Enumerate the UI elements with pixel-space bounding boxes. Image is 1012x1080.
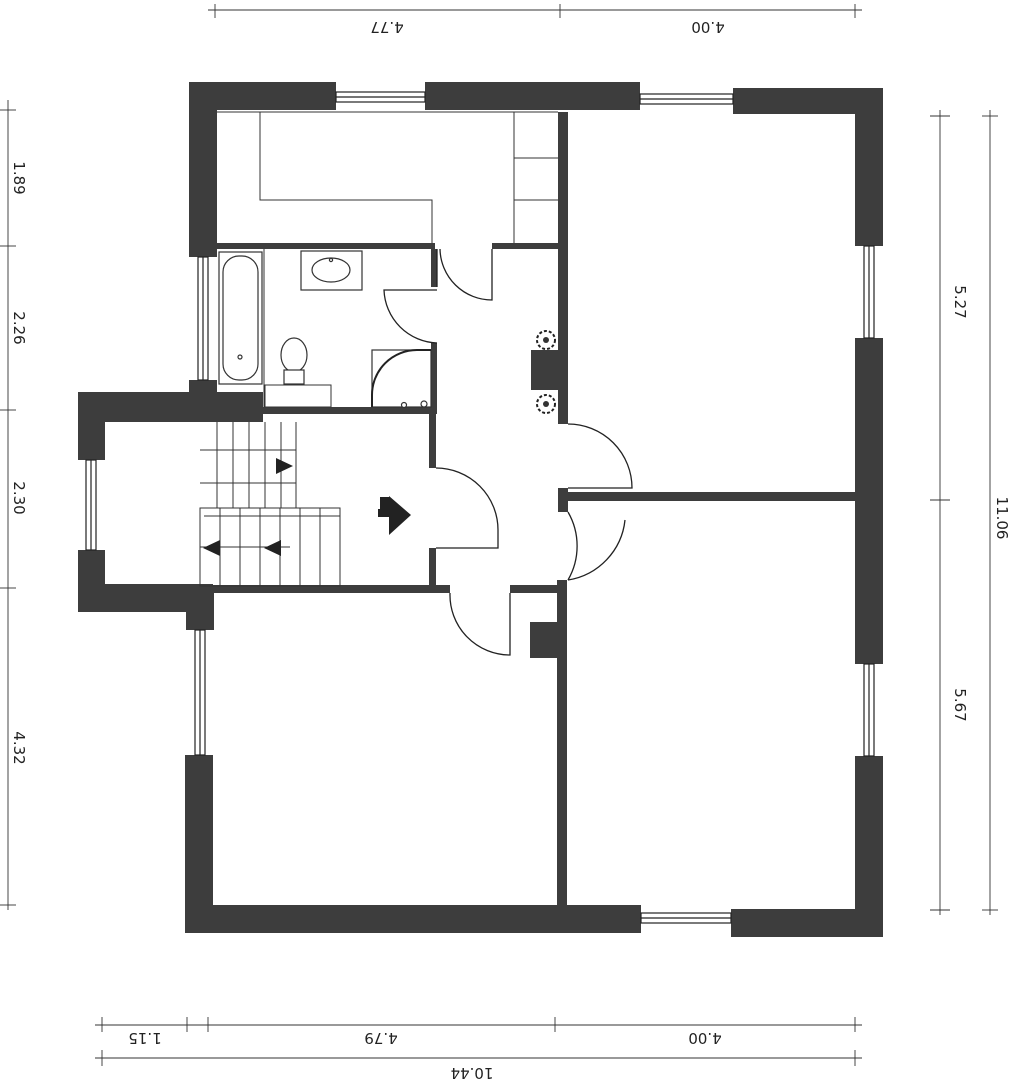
dim-bottom-3: 4.00 (688, 1029, 721, 1047)
staircase (199, 422, 341, 587)
wall-bay-bottom (78, 584, 213, 612)
door-stair (435, 467, 499, 549)
walls (78, 82, 883, 937)
window-left-bath (197, 256, 209, 381)
dim-left-3: 2.30 (10, 481, 28, 514)
partition-right-rooms (568, 492, 856, 501)
partition-stair-bottom (210, 585, 450, 593)
dim-top-left: 4.77 (370, 18, 403, 36)
doors (383, 248, 633, 656)
door-swing-icon (436, 248, 493, 301)
wall-left-4 (185, 755, 213, 933)
partition-upper (558, 112, 568, 424)
dim-right-upper: 5.27 (951, 285, 969, 318)
bathtub-icon (218, 251, 263, 385)
bath-counter (264, 384, 332, 408)
stair-arrow-icon (276, 458, 293, 474)
window-top-left (335, 91, 426, 103)
window-top-right (639, 93, 734, 105)
plant-icon (536, 330, 556, 350)
partition-stair-right-2 (429, 548, 436, 590)
door-bath (383, 289, 438, 344)
closet (217, 111, 558, 243)
dim-left-4: 4.32 (10, 731, 28, 764)
wall-left-1 (189, 82, 217, 257)
wall-bottom-2 (731, 909, 883, 937)
door-right-lower (567, 511, 626, 581)
shower-icon (371, 349, 432, 409)
partition-mid (558, 488, 568, 512)
window-bottom (640, 912, 732, 924)
wall-bottom-1 (185, 905, 641, 933)
plant-icon-2 (536, 394, 556, 414)
dim-left-1: 1.89 (10, 161, 28, 194)
window-right-upper (863, 245, 875, 339)
dim-left-2: 2.26 (10, 311, 28, 344)
dim-top-right: 4.00 (691, 18, 724, 36)
sink-icon (300, 250, 363, 291)
dim-right-lower: 5.67 (951, 688, 969, 721)
wall-hall-block (530, 622, 558, 658)
partition-lower (557, 580, 567, 908)
window-right-lower (863, 663, 875, 757)
partition-bath-top-2 (492, 243, 560, 249)
partition-bath-right (431, 343, 437, 413)
wall-top-2 (425, 82, 640, 110)
toilet-icon (280, 337, 308, 385)
partition-bath-top (217, 243, 435, 249)
window-left-stairs (85, 459, 97, 551)
wall-bay-left-1 (78, 392, 105, 460)
dimension-lines (0, 4, 998, 1066)
windows (85, 91, 875, 924)
stair-down-arrow-icon-2 (264, 540, 281, 556)
dim-bottom-1: 1.15 (128, 1029, 161, 1047)
partition-stair-bottom-2 (510, 585, 558, 593)
dim-bottom-2: 4.79 (364, 1029, 397, 1047)
interior-walls (210, 112, 856, 908)
dim-right-total: 11.06 (993, 497, 1011, 540)
stair-direction-arrow-icon (378, 496, 411, 535)
partition-bath-right-2 (431, 249, 437, 287)
partition-stair-right (429, 412, 436, 468)
dim-bottom-total: 10.44 (451, 1064, 494, 1080)
wall-left-2 (189, 380, 217, 394)
window-left-lower (194, 629, 206, 756)
wall-right-1 (855, 88, 883, 246)
partition-bath-bottom (217, 407, 437, 414)
stair-down-arrow-icon (203, 540, 220, 556)
wall-right-2 (855, 338, 883, 664)
door-right-upper (567, 423, 633, 489)
door-lower-left (449, 592, 511, 656)
wall-right-3 (855, 756, 883, 936)
